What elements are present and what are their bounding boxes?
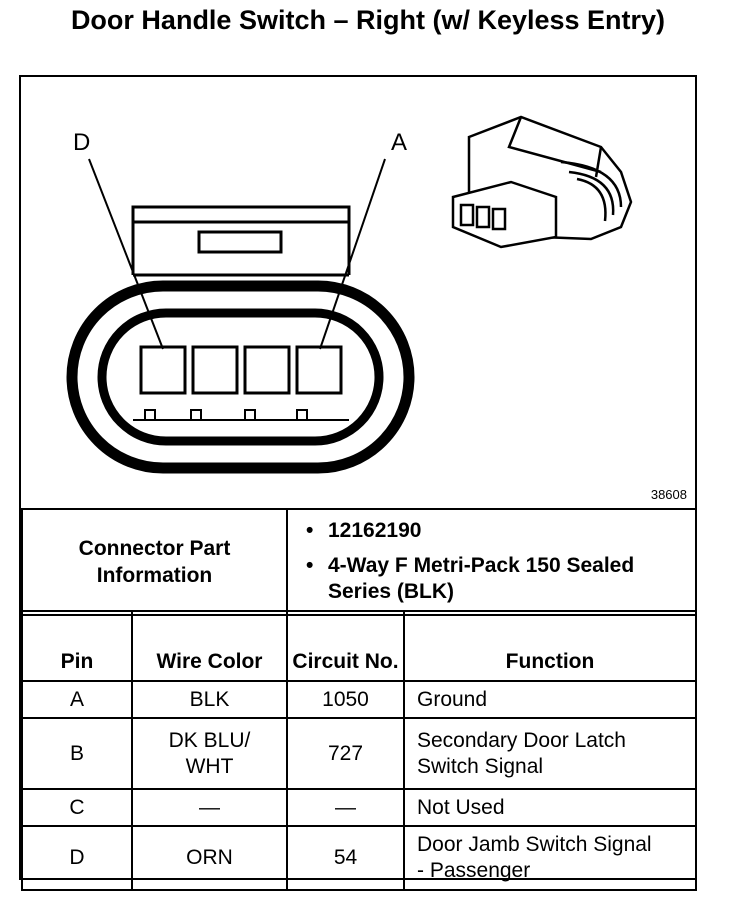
connector-info-label: Connector Part Information bbox=[21, 508, 288, 616]
connector-type: 4-Way F Metri-Pack 150 Sealed Series (BL… bbox=[306, 553, 695, 605]
header-pin: Pin bbox=[21, 610, 133, 682]
wire-color-cell: BLK bbox=[131, 680, 288, 719]
connector-figure: D A 38608 bbox=[21, 77, 695, 508]
pin-label-d: D bbox=[73, 129, 91, 156]
pin-cell: C bbox=[21, 788, 133, 827]
connector-frame: D A 38608 Connector Part Information 121… bbox=[19, 75, 697, 891]
wire-color-cell: DK BLU/ WHT bbox=[131, 717, 288, 790]
function-cell: Not Used bbox=[403, 788, 697, 827]
connector-3d-icon bbox=[451, 115, 633, 249]
connector-info-table: Connector Part Information 12162190 4-Wa… bbox=[21, 508, 697, 616]
circuit-cell: 1050 bbox=[286, 680, 405, 719]
function-cell: Secondary Door Latch Switch Signal bbox=[403, 717, 697, 790]
circuit-cell: 54 bbox=[286, 825, 405, 891]
wire-color-cell: ORN bbox=[131, 825, 288, 891]
page-title: Door Handle Switch – Right (w/ Keyless E… bbox=[70, 5, 666, 35]
pin-table: Pin Wire Color Circuit No. Function A BL… bbox=[21, 610, 697, 891]
table-row: C — — Not Used bbox=[21, 788, 697, 827]
figure-number: 38608 bbox=[650, 487, 687, 502]
circuit-cell: — bbox=[286, 788, 405, 827]
pin-cell: A bbox=[21, 680, 133, 719]
table-row: B DK BLU/ WHT 727 Secondary Door Latch S… bbox=[21, 717, 697, 790]
wire-color-cell: — bbox=[131, 788, 288, 827]
table-row: D ORN 54 Door Jamb Switch Signal - Passe… bbox=[21, 825, 697, 891]
pin-cell: D bbox=[21, 825, 133, 891]
header-function: Function bbox=[403, 610, 697, 682]
table-row: A BLK 1050 Ground bbox=[21, 680, 697, 719]
connector-face-diagram bbox=[66, 115, 633, 474]
function-cell: Ground bbox=[403, 680, 697, 719]
header-wire-color: Wire Color bbox=[131, 610, 288, 682]
pin-label-a: A bbox=[391, 129, 408, 156]
part-number: 12162190 bbox=[306, 518, 695, 544]
pin-cell: B bbox=[21, 717, 133, 790]
connector-info-list: 12162190 4-Way F Metri-Pack 150 Sealed S… bbox=[286, 508, 697, 616]
function-cell: Door Jamb Switch Signal - Passenger bbox=[403, 825, 697, 891]
circuit-cell: 727 bbox=[286, 717, 405, 790]
header-circuit: Circuit No. bbox=[286, 610, 405, 682]
